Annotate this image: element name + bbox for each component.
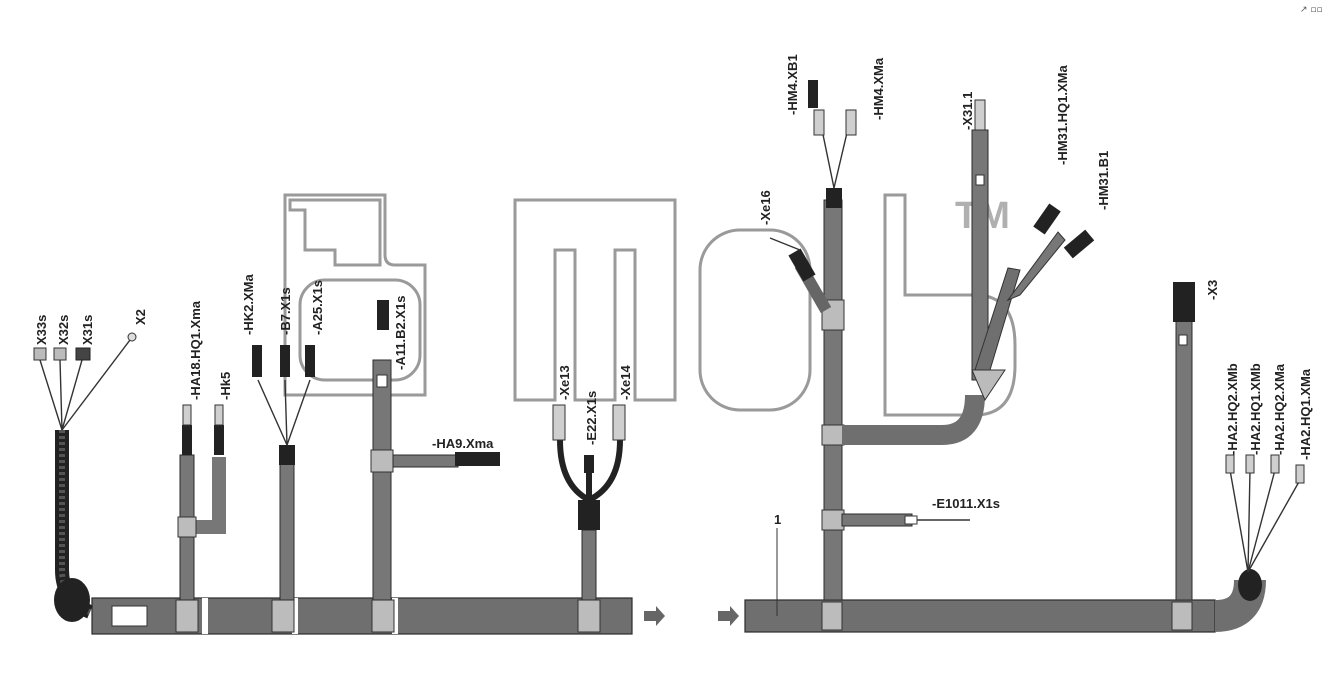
left-trunk [91, 597, 665, 635]
label-ha2-hq2-xmb: -HA2.HQ2.XMb [1225, 363, 1240, 455]
label-hm4-xma: -HM4.XMa [871, 57, 886, 120]
branch-e1011 [841, 513, 970, 527]
labels: X33s X32s X31s X2 -HA18.HQ1.Xma -Hk5 -HK… [34, 54, 1313, 511]
branch-ha2 [1225, 454, 1305, 573]
label-hk2-xma: -HK2.XMa [241, 274, 256, 335]
continue-arrow-left [718, 606, 739, 626]
label-xe16: -Xe16 [758, 190, 773, 225]
braided-bundle [33, 332, 137, 622]
label-a11-b2-x1s: -A11.B2.X1s [393, 296, 408, 370]
label-hm31-b1: -HM31.B1 [1096, 151, 1111, 210]
label-ha2-hq1-xmb: -HA2.HQ1.XMb [1248, 363, 1263, 455]
branch-hm4 [808, 80, 857, 601]
label-a25-x1s: -A25.X1s [310, 280, 325, 335]
label-b7-x1s: -B7.X1s [278, 287, 293, 335]
branch-ha18-hk5 [177, 404, 226, 601]
label-x33s: X33s [34, 315, 49, 345]
label-x31s: X31s [80, 315, 95, 345]
branch-xe13-e22-xe14 [552, 404, 626, 601]
callout-number: 1 [774, 512, 781, 527]
label-x2: X2 [133, 309, 148, 325]
label-x3: -X3 [1205, 280, 1220, 300]
branch-hm31 [842, 99, 1095, 445]
label-e1011-x1s: -E1011.X1s [932, 496, 1000, 511]
right-trunk [718, 569, 1266, 633]
label-hk5: -Hk5 [218, 372, 233, 400]
label-xe13: -Xe13 [557, 365, 572, 400]
corner-mark: ↗ ▫▫ [1300, 5, 1323, 15]
label-hm31-hq1-xma: -HM31.HQ1.XMa [1055, 65, 1070, 165]
label-hm4-xb1: -HM4.XB1 [785, 54, 800, 115]
branch-xe16 [769, 237, 832, 314]
branch-a11-ha9 [370, 300, 500, 601]
label-x31-1: -X31.1 [960, 92, 975, 130]
label-xe14: -Xe14 [618, 365, 633, 400]
label-x32s: X32s [56, 315, 71, 345]
continue-arrow-right [644, 606, 665, 626]
label-ha2-hq2-xma: -HA2.HQ2.XMa [1272, 363, 1287, 455]
label-ha2-hq1-xma: -HA2.HQ1.XMa [1298, 368, 1313, 460]
label-ha18-hq1-xma: -HA18.HQ1.Xma [188, 300, 203, 400]
branch-x3 [1173, 282, 1195, 601]
label-e22-x1s: -E22.X1s [584, 391, 599, 445]
label-ha9-xma: -HA9.Xma [432, 436, 494, 451]
branch-hk2-b7-a25 [252, 345, 315, 601]
